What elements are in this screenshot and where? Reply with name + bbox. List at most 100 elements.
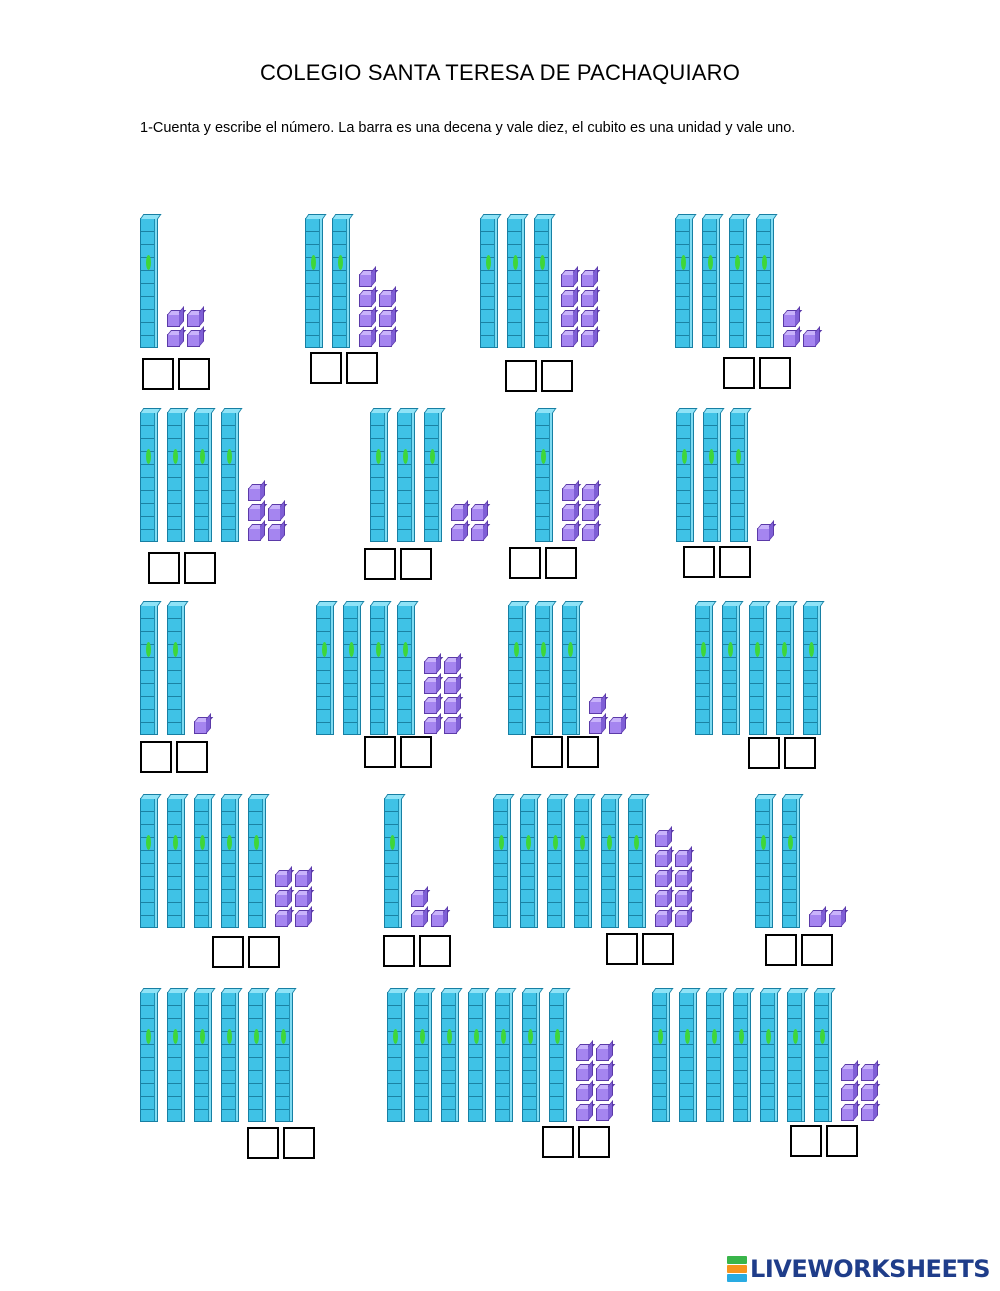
answer-ones-box[interactable] bbox=[248, 936, 280, 968]
ten-bar bbox=[221, 794, 243, 928]
ten-bar bbox=[756, 214, 778, 348]
answer-tens-box[interactable] bbox=[364, 736, 396, 768]
unit-cube bbox=[248, 508, 261, 521]
unit-cube bbox=[803, 334, 816, 347]
answer-ones-box[interactable] bbox=[283, 1127, 315, 1159]
answer-ones-box[interactable] bbox=[346, 352, 378, 384]
ten-bar bbox=[167, 794, 189, 928]
unit-cube bbox=[596, 1088, 609, 1101]
answer-tens-box[interactable] bbox=[212, 936, 244, 968]
answer-ones-box[interactable] bbox=[419, 935, 451, 967]
unit-cube bbox=[379, 314, 392, 327]
ten-bar bbox=[414, 988, 436, 1122]
answer-tens-box[interactable] bbox=[790, 1125, 822, 1157]
answer-tens-box[interactable] bbox=[148, 552, 180, 584]
answer-ones-box[interactable] bbox=[176, 741, 208, 773]
unit-cube bbox=[424, 681, 437, 694]
ten-bar bbox=[679, 988, 701, 1122]
answer-ones-box[interactable] bbox=[719, 546, 751, 578]
unit-cube bbox=[582, 508, 595, 521]
logo-bar-green bbox=[727, 1255, 748, 1264]
answer-tens-box[interactable] bbox=[383, 935, 415, 967]
unit-cube bbox=[359, 334, 372, 347]
ten-bar bbox=[480, 214, 502, 348]
unit-cube bbox=[268, 528, 281, 541]
answer-tens-box[interactable] bbox=[748, 737, 780, 769]
page-title: COLEGIO SANTA TERESA DE PACHAQUIARO bbox=[259, 60, 741, 85]
answer-tens-box[interactable] bbox=[364, 548, 396, 580]
answer-ones-box[interactable] bbox=[541, 360, 573, 392]
ten-bar bbox=[397, 601, 419, 735]
ten-bar bbox=[675, 214, 697, 348]
answer-tens-box[interactable] bbox=[606, 933, 638, 965]
unit-cube bbox=[675, 874, 688, 887]
answer-tens-box[interactable] bbox=[723, 357, 755, 389]
liveworksheets-brand[interactable]: LIVEWORKSHEETS bbox=[727, 1254, 990, 1284]
answer-tens-box[interactable] bbox=[310, 352, 342, 384]
answer-ones-box[interactable] bbox=[400, 736, 432, 768]
ten-bar bbox=[221, 408, 243, 542]
ten-bar bbox=[628, 794, 650, 928]
answer-tens-box[interactable] bbox=[505, 360, 537, 392]
unit-cube bbox=[187, 334, 200, 347]
answer-tens-box[interactable] bbox=[683, 546, 715, 578]
answer-tens-box[interactable] bbox=[140, 741, 172, 773]
answer-tens-box[interactable] bbox=[509, 547, 541, 579]
unit-cube bbox=[194, 721, 207, 734]
unit-cube bbox=[655, 914, 668, 927]
answer-ones-box[interactable] bbox=[184, 552, 216, 584]
answer-ones-box[interactable] bbox=[178, 358, 210, 390]
unit-cube bbox=[411, 894, 424, 907]
unit-cube bbox=[471, 508, 484, 521]
ten-bar bbox=[749, 601, 771, 735]
ten-bar bbox=[248, 794, 270, 928]
unit-cube bbox=[471, 528, 484, 541]
answer-tens-box[interactable] bbox=[142, 358, 174, 390]
ten-bar bbox=[695, 601, 717, 735]
answer-ones-box[interactable] bbox=[801, 934, 833, 966]
unit-cube bbox=[581, 314, 594, 327]
answer-ones-box[interactable] bbox=[642, 933, 674, 965]
unit-cube bbox=[561, 334, 574, 347]
answer-ones-box[interactable] bbox=[578, 1126, 610, 1158]
unit-cube bbox=[444, 721, 457, 734]
answer-ones-box[interactable] bbox=[545, 547, 577, 579]
unit-cube bbox=[655, 894, 668, 907]
unit-cube bbox=[861, 1108, 874, 1121]
unit-cube bbox=[424, 701, 437, 714]
ten-bar bbox=[722, 601, 744, 735]
unit-cube bbox=[596, 1048, 609, 1061]
ten-bar bbox=[760, 988, 782, 1122]
unit-cube bbox=[861, 1068, 874, 1081]
ten-bar bbox=[316, 601, 338, 735]
answer-ones-box[interactable] bbox=[400, 548, 432, 580]
unit-cube bbox=[451, 508, 464, 521]
ten-bar bbox=[493, 794, 515, 928]
answer-tens-box[interactable] bbox=[542, 1126, 574, 1158]
unit-cube bbox=[783, 334, 796, 347]
unit-cube bbox=[268, 508, 281, 521]
ten-bar bbox=[601, 794, 623, 928]
ten-bar bbox=[755, 794, 777, 928]
answer-ones-box[interactable] bbox=[759, 357, 791, 389]
answer-tens-box[interactable] bbox=[765, 934, 797, 966]
ten-bar bbox=[167, 408, 189, 542]
ten-bar bbox=[384, 794, 406, 928]
unit-cube bbox=[275, 894, 288, 907]
ten-bar bbox=[547, 794, 569, 928]
answer-tens-box[interactable] bbox=[247, 1127, 279, 1159]
ten-bar bbox=[387, 988, 409, 1122]
answer-ones-box[interactable] bbox=[826, 1125, 858, 1157]
answer-tens-box[interactable] bbox=[531, 736, 563, 768]
unit-cube bbox=[582, 528, 595, 541]
answer-ones-box[interactable] bbox=[784, 737, 816, 769]
unit-cube bbox=[248, 488, 261, 501]
unit-cube bbox=[187, 314, 200, 327]
ten-bar bbox=[652, 988, 674, 1122]
unit-cube bbox=[562, 488, 575, 501]
unit-cube bbox=[576, 1088, 589, 1101]
unit-cube bbox=[431, 914, 444, 927]
ten-bar bbox=[140, 601, 162, 735]
unit-cube bbox=[841, 1068, 854, 1081]
answer-ones-box[interactable] bbox=[567, 736, 599, 768]
